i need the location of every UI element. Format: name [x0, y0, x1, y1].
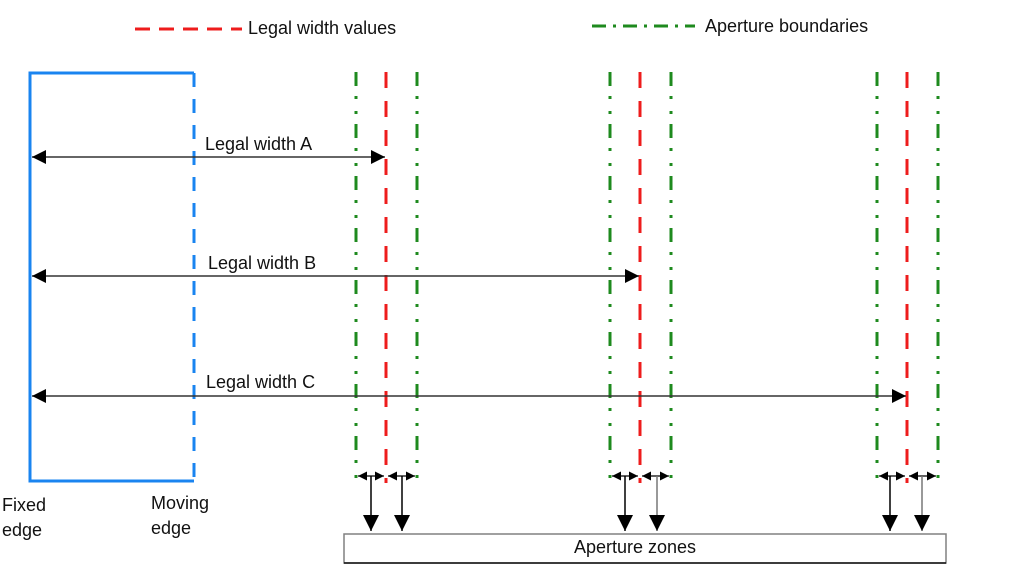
fixed-edge	[28, 71, 194, 483]
legal-width-a: Legal width A	[32, 134, 385, 164]
fixed-edge-label-line2: edge	[2, 520, 42, 540]
legal-width-b: Legal width B	[32, 253, 639, 283]
aperture-zones-label: Aperture zones	[574, 537, 696, 557]
legal-width-c: Legal width C	[32, 372, 906, 403]
aperture-group-1	[354, 72, 419, 483]
aperture-zones-box: Aperture zones	[343, 533, 947, 564]
legal-width-a-label: Legal width A	[205, 134, 312, 154]
moving-edge-label-line1: Moving	[151, 493, 209, 513]
legal-width-b-label: Legal width B	[208, 253, 316, 273]
fixed-edge-label-line1: Fixed	[2, 495, 46, 515]
moving-edge-label-line2: edge	[151, 518, 191, 538]
legend: Legal width values Aperture boundaries	[135, 16, 868, 38]
legal-width-c-label: Legal width C	[206, 372, 315, 392]
legend-aperture-boundary-label: Aperture boundaries	[705, 16, 868, 36]
aperture-group-2	[608, 72, 673, 483]
aperture-group-3	[875, 72, 940, 483]
edges: Fixed edge Moving edge	[2, 71, 209, 540]
aperture-zones-rect	[343, 533, 947, 564]
legend-legal-width-label: Legal width values	[248, 18, 396, 38]
zone-markers	[358, 471, 936, 531]
